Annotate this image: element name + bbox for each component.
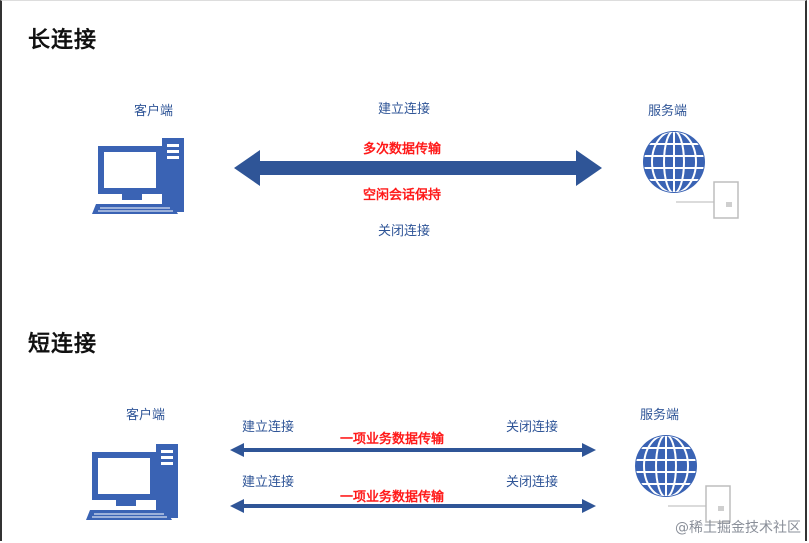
long-establish-label: 建立连接 [378,102,431,117]
short-connection-heading: 短连接 [28,332,98,357]
desktop-computer-icon [92,138,184,214]
desktop-computer-icon [86,444,178,520]
long-close-label: 关闭连接 [378,224,431,239]
short-row1-establish-label: 建立连接 [242,420,295,435]
short-row1-arrow [230,443,596,457]
watermark: @稀土掘金技术社区 [675,520,801,536]
short-row2-transfer-label: 一项业务数据传输 [340,490,445,505]
short-client-label: 客户端 [126,408,166,423]
long-connection-heading: 长连接 [28,28,98,53]
short-row2-establish-label: 建立连接 [242,475,295,490]
long-server-label: 服务端 [648,104,688,119]
short-server-label: 服务端 [640,408,680,423]
short-row1-close-label: 关闭连接 [506,420,559,435]
long-keepalive-label: 空闲会话保持 [363,188,442,203]
short-row1-transfer-label: 一项业务数据传输 [340,432,445,447]
long-transfer-label: 多次数据传输 [363,142,442,157]
long-connection-arrow [234,150,602,186]
globe-server-icon [635,435,731,523]
globe-server-icon [643,131,739,219]
short-row2-close-label: 关闭连接 [506,475,559,490]
long-client-label: 客户端 [134,104,174,119]
short-row2-arrow [230,499,596,513]
